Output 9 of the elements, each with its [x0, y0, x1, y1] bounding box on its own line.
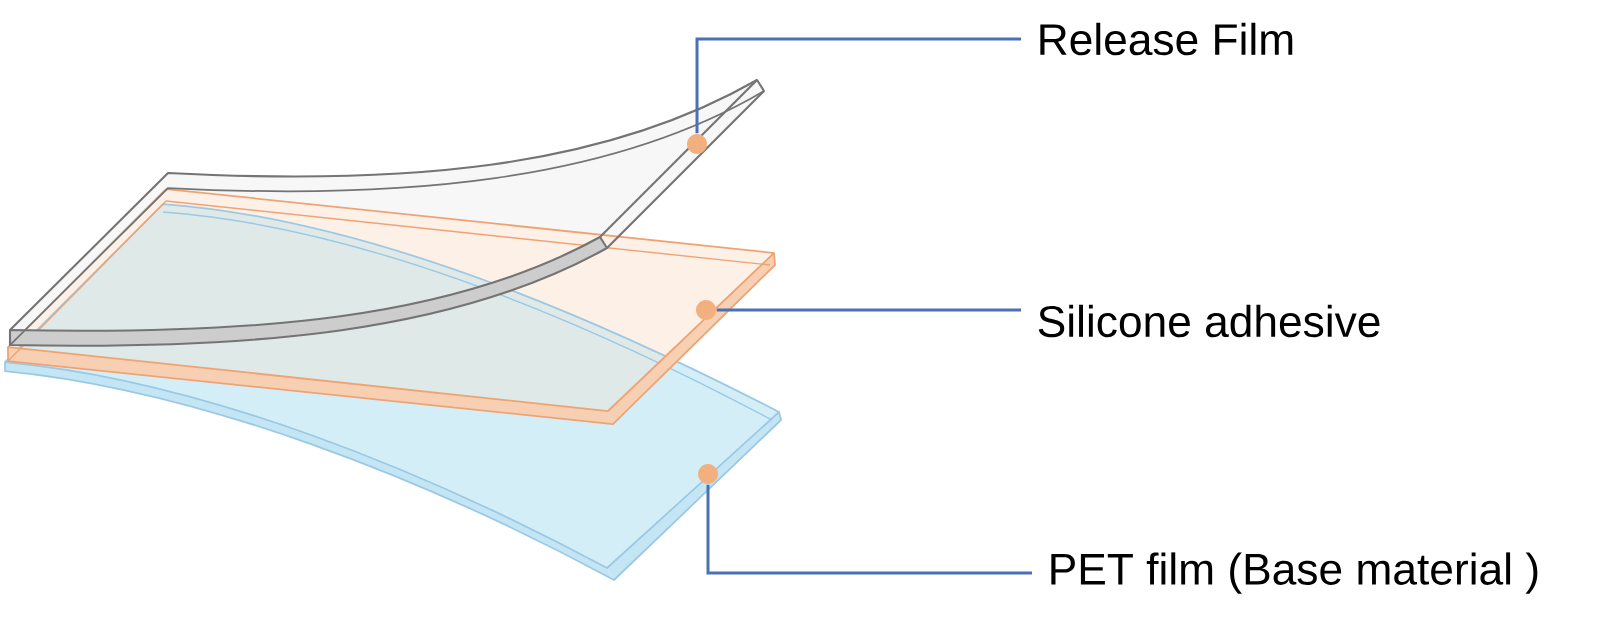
callout-label: PET film (Base material )	[1051, 552, 1538, 594]
marker-dot	[698, 464, 718, 484]
leader-line	[695, 37, 1021, 134]
callout-label: Release Film	[1040, 22, 1293, 56]
marker-dot	[687, 134, 707, 154]
leader-line	[716, 308, 1021, 312]
leader-line	[706, 484, 1032, 575]
callout-label: Silicone adhesive	[1038, 304, 1380, 338]
marker-dot	[696, 300, 716, 320]
